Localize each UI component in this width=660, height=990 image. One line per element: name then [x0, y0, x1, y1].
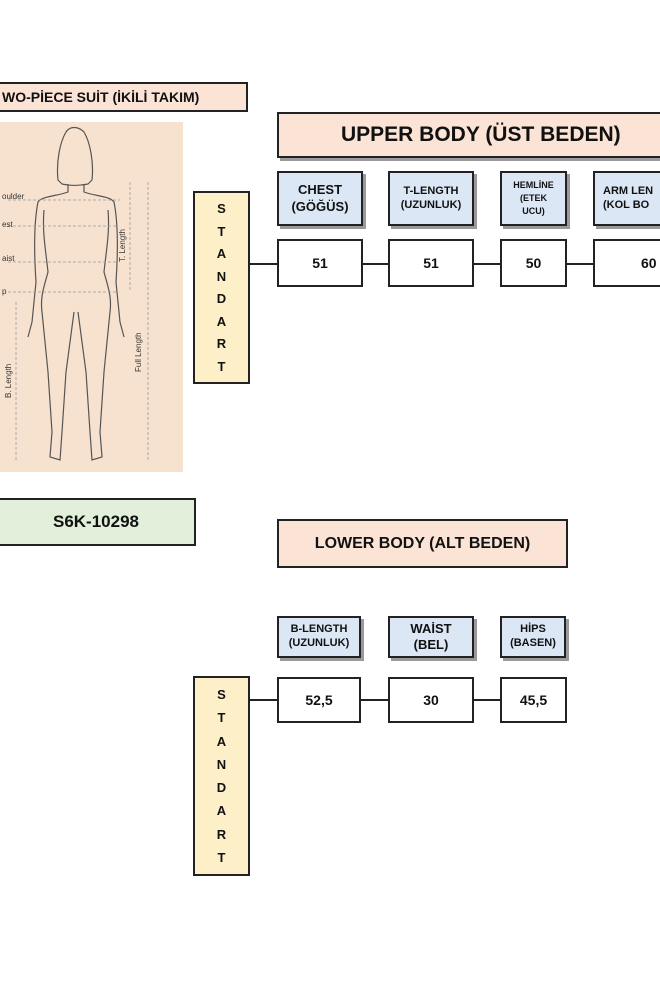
b-length-value: 52,5: [305, 692, 333, 708]
upper-body-title-box: UPPER BODY (ÜST BEDEN): [277, 112, 660, 158]
t-length-header: T-LENGTH (UZUNLUK): [388, 171, 474, 226]
connector-line: [361, 699, 388, 701]
upper-body-title: UPPER BODY (ÜST BEDEN): [341, 123, 621, 146]
header-line: WAİST: [410, 620, 452, 636]
connector-line: [567, 263, 593, 265]
body-silhouette-icon: [8, 126, 149, 461]
standart-letter: R: [216, 826, 227, 842]
waist-label: aist: [2, 254, 15, 263]
hemline-value-box: 50: [500, 239, 567, 287]
standart-letter: T: [217, 710, 226, 726]
standart-letter: A: [216, 313, 227, 329]
arm-length-value: 60: [641, 255, 657, 271]
full-length-label: Full Length: [134, 332, 143, 372]
chest-header: CHEST (GÖĞÜS): [277, 171, 363, 226]
header-line: (UZUNLUK): [288, 637, 350, 649]
standart-letter: D: [216, 780, 227, 796]
waist-value: 30: [423, 692, 439, 708]
header-line: (UZUNLUK): [400, 198, 462, 211]
header-line: ARM LEN: [603, 184, 654, 197]
connector-line: [474, 699, 500, 701]
shoulder-label: oulder: [2, 192, 25, 201]
header-line: (BEL): [413, 637, 449, 652]
standart-letter: A: [216, 803, 227, 819]
standart-letter: T: [217, 358, 226, 374]
standart-letter: S: [217, 687, 226, 703]
body-measurement-figure: oulder est aist p T. Length Full Length …: [0, 122, 183, 472]
title-text: WO-PİECE SUİT (İKİLİ TAKIM): [2, 89, 200, 105]
product-code-box: S6K-10298: [0, 498, 196, 546]
chest-value: 51: [312, 255, 328, 271]
b-length-header: B-LENGTH (UZUNLUK): [277, 616, 361, 658]
title-banner: WO-PİECE SUİT (İKİLİ TAKIM): [0, 82, 248, 112]
connector-line: [363, 263, 388, 265]
arm-length-header: ARM LEN (KOL BO: [593, 171, 660, 226]
standart-letter: R: [216, 336, 227, 352]
standart-letter: N: [216, 268, 227, 284]
standart-letter: A: [216, 733, 227, 749]
hips-value: 45,5: [519, 692, 548, 708]
standart-letter: T: [217, 223, 226, 239]
b-length-value-box: 52,5: [277, 677, 361, 723]
connector-line: [250, 699, 277, 701]
connector-line: [474, 263, 500, 265]
hips-header: HİPS (BASEN): [500, 616, 566, 658]
header-line: (ETEK: [520, 192, 547, 203]
standart-letter: S: [217, 201, 226, 217]
t-length-value-box: 51: [388, 239, 474, 287]
hemline-header: HEMLİNE (ETEK UCU): [500, 171, 567, 226]
arm-length-value-box: 60: [593, 239, 660, 287]
chest-label: est: [2, 220, 13, 229]
header-line: UCU): [522, 206, 545, 217]
standart-letter: A: [216, 246, 227, 262]
hip-label: p: [2, 287, 7, 296]
header-line: HEMLİNE: [513, 179, 554, 190]
lower-body-title-box: LOWER BODY (ALT BEDEN): [277, 519, 568, 568]
header-line: (BASEN): [510, 637, 556, 649]
waist-header: WAİST (BEL): [388, 616, 474, 658]
header-line: HİPS: [520, 623, 546, 636]
product-code: S6K-10298: [52, 512, 139, 531]
hemline-value: 50: [525, 255, 542, 271]
lower-standart-box: S T A N D A R T: [193, 676, 250, 876]
header-line: (KOL BO: [603, 198, 650, 211]
connector-line: [250, 263, 277, 265]
t-length-label: T. Length: [118, 229, 127, 262]
lower-body-title: LOWER BODY (ALT BEDEN): [314, 534, 531, 552]
hips-value-box: 45,5: [500, 677, 567, 723]
standart-letter: N: [216, 756, 227, 772]
t-length-value: 51: [423, 255, 439, 271]
header-line: CHEST: [297, 182, 343, 198]
header-line: T-LENGTH: [403, 184, 459, 197]
standart-letter: T: [217, 849, 226, 865]
chest-value-box: 51: [277, 239, 363, 287]
b-length-label: B. Length: [4, 363, 13, 398]
header-line: B-LENGTH: [290, 623, 348, 636]
header-line: (GÖĞÜS): [291, 198, 349, 214]
standart-letter: D: [216, 291, 227, 307]
upper-standart-box: S T A N D A R T: [193, 191, 250, 384]
waist-value-box: 30: [388, 677, 474, 723]
